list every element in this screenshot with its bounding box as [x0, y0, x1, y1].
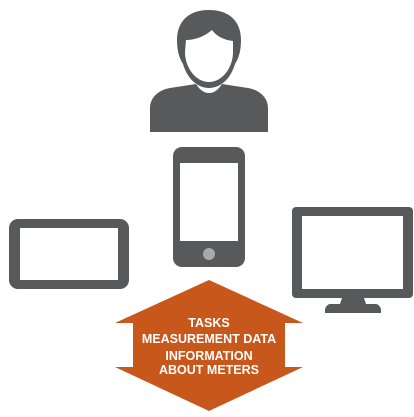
arrow-label-information: INFORMATION	[165, 349, 253, 363]
arrow-label-about-meters: ABOUT METERS	[159, 363, 259, 377]
monitor-icon	[292, 207, 413, 313]
tablet-icon	[9, 219, 129, 289]
arrow-label-measurement-data: MEASUREMENT DATA	[141, 332, 277, 346]
user-icon	[150, 10, 268, 132]
double-headed-arrow	[115, 280, 303, 411]
arrow-label-tasks: TASKS	[188, 316, 230, 330]
smartphone-icon	[173, 147, 245, 267]
